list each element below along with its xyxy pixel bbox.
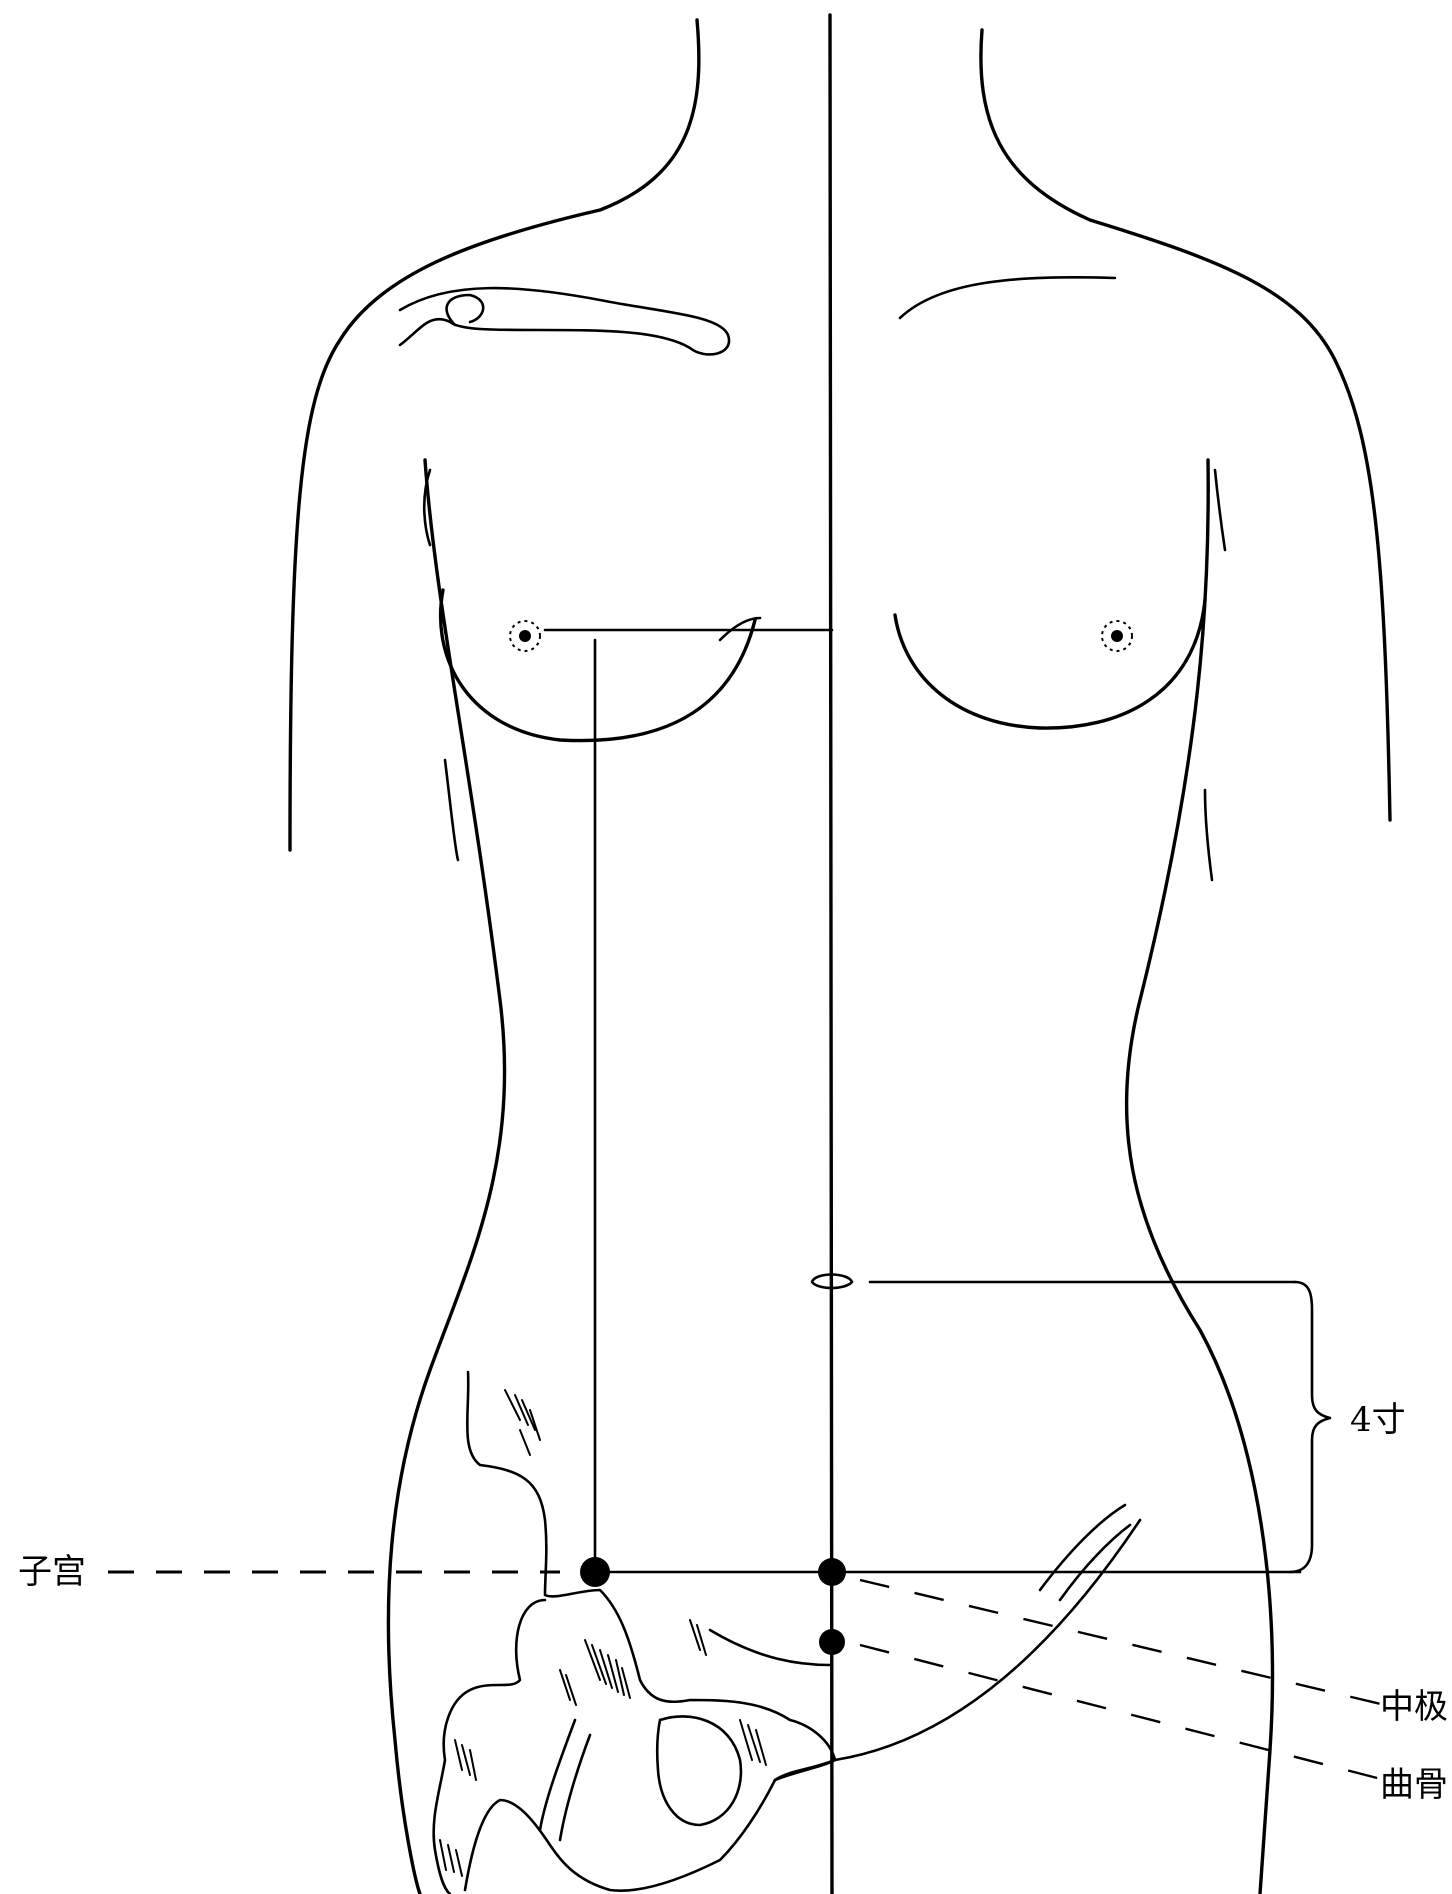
arm-left-inner bbox=[424, 470, 458, 860]
right-clavicle bbox=[900, 277, 1115, 318]
torso-left-edge bbox=[388, 460, 504, 1894]
neck-left bbox=[290, 20, 699, 850]
torso-right-edge bbox=[1127, 460, 1273, 1894]
pelvis bbox=[434, 1372, 835, 1894]
ilium-left bbox=[434, 1600, 545, 1894]
breasts bbox=[441, 590, 1205, 741]
pubic-arch bbox=[775, 1760, 835, 1780]
clavicles bbox=[400, 277, 1115, 354]
right-breast bbox=[895, 600, 1205, 728]
anterior-midline bbox=[830, 15, 832, 1894]
neck-right bbox=[981, 30, 1390, 820]
body-outline bbox=[290, 20, 1390, 1894]
abdomen-lines bbox=[710, 1505, 1140, 1760]
pelvis-outline bbox=[465, 1372, 835, 1891]
reference-lines bbox=[545, 15, 1300, 1894]
leader-lines bbox=[108, 1572, 1385, 1780]
measure-bracket bbox=[1290, 1282, 1330, 1572]
left-breast bbox=[441, 590, 755, 741]
midline-point-upper bbox=[818, 1558, 846, 1586]
navel bbox=[812, 1275, 1295, 1289]
lower-abdomen-curve bbox=[710, 1630, 830, 1665]
qugu-leader bbox=[860, 1645, 1385, 1780]
label-qugu: 曲骨 bbox=[1380, 1768, 1448, 1802]
label-zhongji: 中极 bbox=[1380, 1690, 1448, 1724]
zhongji-point bbox=[819, 1629, 845, 1655]
zigong-point bbox=[580, 1557, 610, 1587]
left-nipple-dot bbox=[519, 630, 531, 642]
left-clavicle-head bbox=[447, 295, 484, 325]
left-clavicle bbox=[400, 288, 729, 354]
label-measure: 4寸 bbox=[1350, 1403, 1406, 1437]
right-nipple-dot bbox=[1111, 630, 1123, 642]
femur-head bbox=[540, 1720, 590, 1840]
label-zigong: 子宫 bbox=[18, 1555, 86, 1589]
obturator bbox=[657, 1716, 741, 1825]
zhongji-leader bbox=[860, 1580, 1385, 1705]
